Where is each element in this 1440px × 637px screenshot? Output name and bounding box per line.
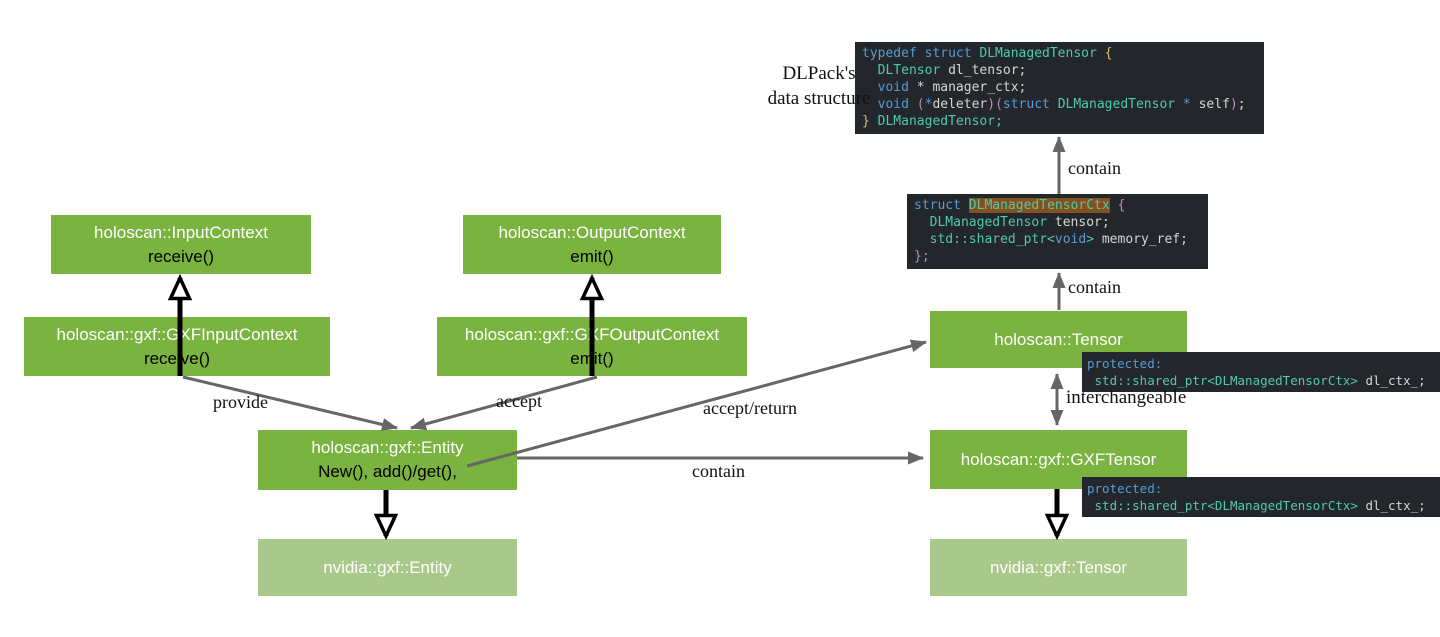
class-title: holoscan::Tensor (994, 329, 1123, 349)
class-title: nvidia::gxf::Tensor (989, 557, 1127, 577)
arrow-accept-return (466, 339, 927, 468)
class-box-nvidia-gxf-entity: nvidia::gxf::Entity (258, 539, 517, 596)
dlpack-annotation-line1: DLPack's (782, 63, 856, 84)
edge-label-interchangeable: interchangeable (1066, 387, 1187, 408)
code-block-tensor-protected: protected: std::shared_ptr<DLManagedTens… (1082, 352, 1440, 392)
class-box-gxf-entity: holoscan::gxf::Entity New(), add()/get()… (258, 430, 517, 490)
dlpack-annotation-line2: data structure (767, 88, 871, 109)
class-method: New(), add()/get(), (318, 462, 457, 481)
class-title: holoscan::gxf::GXFTensor (960, 449, 1157, 469)
edge-label-accept: accept (496, 391, 542, 411)
edge-label-provide: provide (213, 392, 268, 412)
edge-label-accept-return: accept/return (703, 398, 797, 418)
class-box-input-context: holoscan::InputContext receive() (51, 215, 311, 274)
class-title: holoscan::InputContext (94, 222, 268, 242)
class-title: holoscan::gxf::GXFInputContext (56, 324, 298, 344)
class-box-nvidia-gxf-tensor: nvidia::gxf::Tensor (930, 539, 1187, 596)
class-method: receive() (147, 246, 215, 266)
edge-label-contain-upper: contain (1068, 158, 1121, 178)
class-box-gxf-input-context: holoscan::gxf::GXFInputContext receive() (24, 317, 330, 376)
arrow-provide (182, 375, 398, 431)
dlpack-annotation: DLPack's data structure (733, 61, 905, 111)
class-title: nvidia::gxf::Entity (323, 557, 452, 577)
code-block-dlmanagedtensorctx: struct DLManagedTensorCtx { DLManagedTen… (907, 194, 1208, 269)
class-box-output-context: holoscan::OutputContext emit() (463, 215, 721, 274)
class-title: holoscan::gxf::Entity (311, 438, 464, 457)
edge-label-contain-lower: contain (1068, 277, 1121, 297)
arrow-accept (410, 375, 598, 431)
class-method: receive() (143, 348, 211, 368)
edge-label-contain-entity: contain (692, 461, 745, 481)
class-method: emit() (570, 246, 614, 266)
code-block-gxftensor-protected: protected: std::shared_ptr<DLManagedTens… (1082, 477, 1440, 517)
class-title: holoscan::OutputContext (498, 222, 686, 242)
code-block-dlmanagedtensor: typedef struct DLManagedTensor { DLTenso… (855, 42, 1264, 134)
